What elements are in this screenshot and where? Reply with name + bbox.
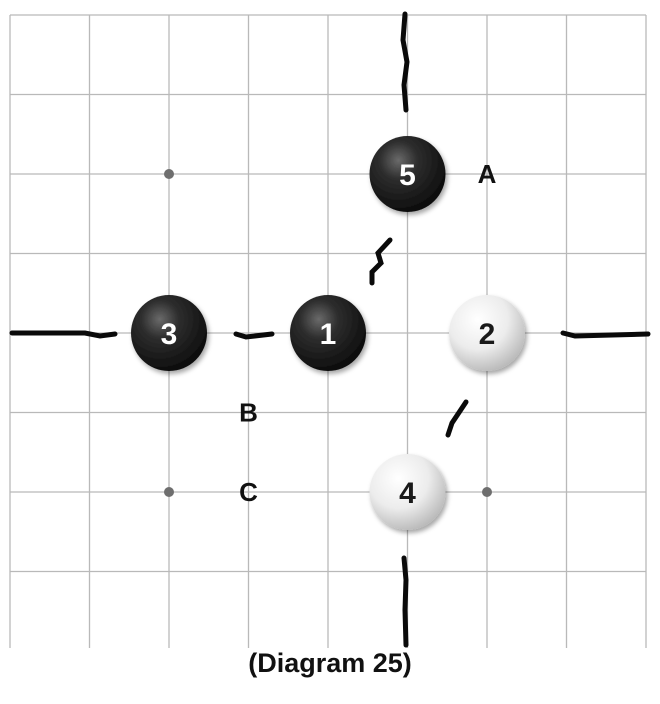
stone-disc	[290, 295, 366, 371]
black-stone-5: 5	[369, 136, 446, 212]
border-line-bottom	[401, 555, 409, 648]
black-stone-1: 1	[290, 295, 366, 371]
border-line-upper-diagonal	[369, 237, 393, 286]
stone-number: 1	[320, 318, 337, 351]
stone-number: 4	[399, 477, 416, 510]
star-point	[164, 487, 174, 497]
white-stone-4: 4	[369, 454, 446, 530]
star-point	[164, 169, 174, 179]
stone-disc	[131, 295, 207, 371]
point-labels: A B C	[239, 159, 497, 507]
go-board-diagram: A B C 1 2 3 4 5	[9, 11, 651, 648]
star-point	[482, 487, 492, 497]
border-line-top	[400, 11, 410, 113]
stone-number: 3	[161, 318, 178, 351]
stones: 1 2 3 4 5	[131, 136, 525, 530]
point-label-c: C	[239, 477, 258, 507]
stone-number: 2	[479, 318, 496, 351]
stone-disc	[369, 454, 446, 530]
point-label-b: B	[239, 398, 258, 428]
border-line-left	[9, 330, 118, 339]
stone-number: 5	[399, 159, 416, 192]
territory-borders	[9, 11, 651, 648]
white-stone-2: 2	[449, 295, 525, 371]
stone-disc	[369, 136, 446, 212]
border-line-lower-diagonal	[445, 399, 469, 438]
stone-disc	[449, 295, 525, 371]
point-label-a: A	[478, 159, 497, 189]
border-line-right	[560, 330, 651, 339]
diagram-caption: (Diagram 25)	[248, 648, 412, 678]
border-line-left-inner	[233, 331, 275, 340]
black-stone-3: 3	[131, 295, 207, 371]
